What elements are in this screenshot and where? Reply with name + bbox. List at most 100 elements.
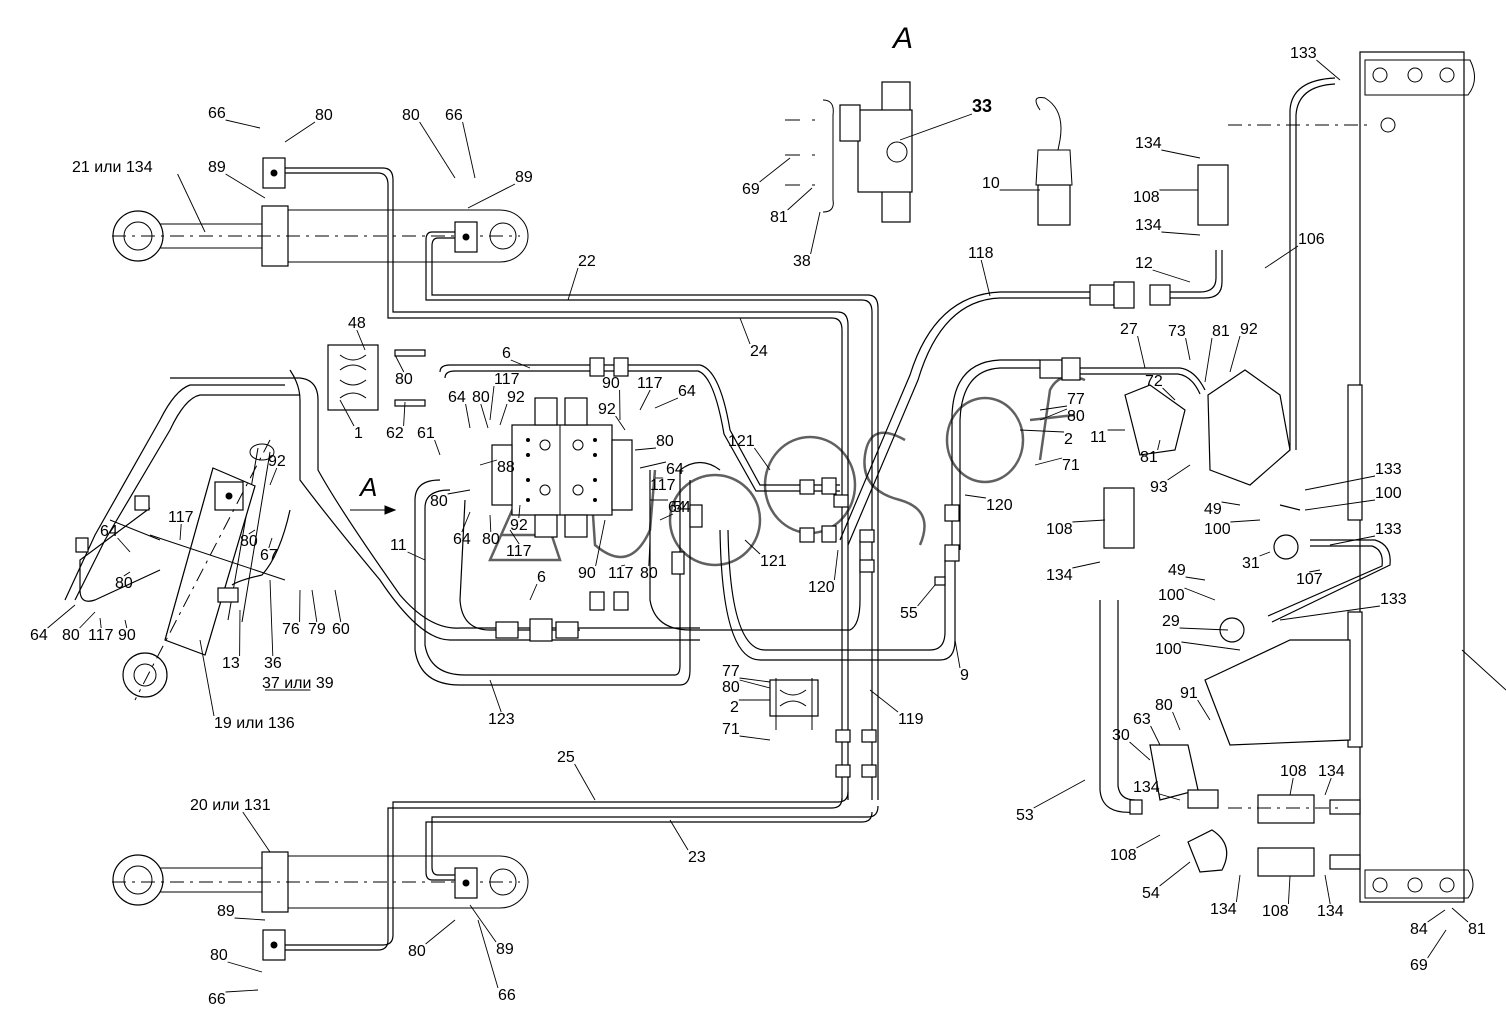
leader-line — [918, 585, 935, 606]
leader-line — [435, 440, 440, 455]
leader-line — [1151, 726, 1160, 745]
callout-c90c: 90 — [118, 627, 136, 644]
callout-c77a: 77 — [1067, 391, 1085, 408]
callout-c29: 29 — [1162, 613, 1180, 630]
callout-c90b: 90 — [578, 565, 596, 582]
callout-c80i: 80 — [640, 565, 658, 582]
callout-c80h: 80 — [482, 531, 500, 548]
callout-c100a: 100 — [1375, 485, 1402, 502]
callout-c30: 30 — [1112, 727, 1130, 744]
callout-c92b: 92 — [507, 389, 525, 406]
callout-c71b: 71 — [722, 721, 740, 738]
leader-line — [285, 122, 315, 142]
callout-c80k: 80 — [115, 575, 133, 592]
callout-c37: 37 или 39 — [262, 675, 334, 692]
leader-line — [1160, 862, 1190, 886]
callout-c69a: 69 — [742, 181, 760, 198]
callout-c11b: 11 — [390, 537, 407, 554]
leader-line — [530, 584, 537, 600]
callout-c48: 48 — [348, 315, 366, 332]
leader-line — [466, 404, 470, 428]
leader-line — [490, 386, 494, 420]
detail-view-a — [785, 82, 912, 222]
leader-line — [1236, 875, 1240, 902]
callout-c2a: 2 — [1064, 431, 1073, 448]
leader-line — [1161, 150, 1200, 158]
callout-c134d: 134 — [1133, 779, 1160, 796]
leader-line — [1161, 232, 1200, 235]
leader-line — [788, 188, 812, 210]
leader-line — [1325, 778, 1331, 795]
leader-line — [1222, 502, 1240, 505]
callout-c64b: 64 — [448, 389, 466, 406]
callout-c133c: 133 — [1375, 521, 1402, 538]
leader-line — [1130, 742, 1150, 760]
callout-c63: 63 — [1133, 711, 1151, 728]
callout-c66d: 66 — [498, 987, 516, 1004]
callout-c80n: 80 — [1155, 697, 1173, 714]
leader-line — [226, 120, 260, 128]
leader-line — [811, 212, 820, 254]
leader-line — [1316, 60, 1340, 80]
leader-line — [448, 490, 470, 494]
leader-line — [481, 404, 488, 428]
callout-c80p: 80 — [210, 947, 228, 964]
leader-line — [1173, 712, 1180, 730]
callout-c81c: 81 — [1140, 449, 1158, 466]
leader-line — [1230, 336, 1240, 372]
leader-line — [1034, 780, 1085, 808]
callout-c81a: 81 — [770, 209, 788, 226]
leader-line — [1168, 465, 1190, 480]
leader-line — [228, 962, 262, 972]
callout-c106: 106 — [1298, 231, 1325, 248]
leader-line — [1072, 562, 1100, 568]
boom-cylinder-bottom — [112, 852, 528, 960]
callout-c80e: 80 — [656, 433, 674, 450]
callout-c108b: 108 — [1046, 521, 1073, 538]
callout-c80c: 80 — [395, 371, 413, 388]
leader-line — [834, 550, 838, 580]
callout-c108e: 108 — [1262, 903, 1289, 920]
leader-line — [1138, 336, 1145, 368]
callout-c27: 27 — [1120, 321, 1138, 338]
callout-c80d: 80 — [472, 389, 490, 406]
callout-c89b: 89 — [515, 169, 533, 186]
callout-c81b: 81 — [1212, 323, 1230, 340]
callout-c6b: 6 — [537, 569, 546, 586]
view-a-title: A — [891, 22, 913, 55]
callout-c80a: 80 — [315, 107, 333, 124]
callout-c121a: 121 — [728, 433, 755, 450]
leader-line — [1153, 270, 1190, 282]
leader-line — [180, 524, 181, 540]
callout-c10: 10 — [982, 175, 1000, 192]
callout-c13: 13 — [222, 655, 240, 672]
leader-line — [468, 184, 515, 208]
leader-line — [1020, 430, 1064, 432]
callout-c88: 88 — [497, 459, 515, 476]
leader-line — [965, 495, 986, 498]
leader-line — [754, 448, 770, 470]
callout-c120b: 120 — [808, 579, 835, 596]
pipe-clamp-lower — [770, 678, 818, 730]
leader-line — [1186, 577, 1205, 580]
callout-c49a: 49 — [1204, 501, 1222, 518]
callout-c133a: 133 — [1290, 45, 1317, 62]
callout-c64c: 64 — [666, 461, 684, 478]
view-arrow-label: A — [358, 472, 377, 502]
leader-line — [740, 318, 750, 344]
callout-c71a: 71 — [1062, 457, 1080, 474]
callout-c92a: 92 — [1240, 321, 1258, 338]
leader-line — [1072, 520, 1105, 522]
callout-c117g: 117 — [88, 627, 114, 644]
leader-line — [640, 462, 666, 468]
callout-c80b: 80 — [402, 107, 420, 124]
callout-c120a: 120 — [986, 497, 1013, 514]
callout-c117f: 117 — [168, 509, 194, 526]
leader-line — [655, 398, 678, 408]
callout-c31: 31 — [1242, 555, 1260, 572]
callout-c133d: 133 — [1380, 591, 1407, 608]
leader-line — [1288, 876, 1290, 904]
leader-line — [118, 538, 130, 552]
callout-c55: 55 — [900, 605, 918, 622]
